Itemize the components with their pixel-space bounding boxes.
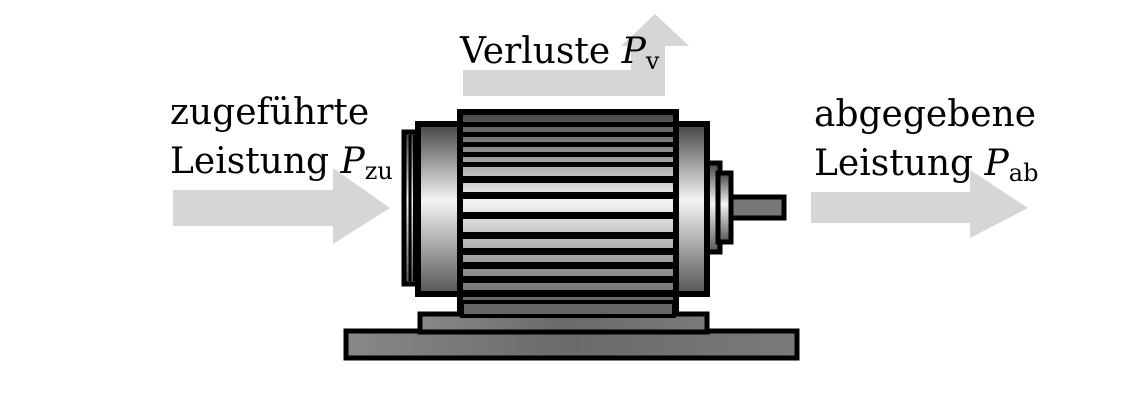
cooling-fin bbox=[463, 212, 673, 219]
output-label-line2: Leistung Pab bbox=[814, 143, 1039, 187]
cooling-fin bbox=[463, 276, 673, 283]
input-power-label: zugeführte Leistung Pzu bbox=[170, 92, 393, 185]
cooling-fin bbox=[463, 142, 673, 147]
cooling-fin bbox=[463, 262, 673, 269]
output-power-symbol: P bbox=[984, 143, 1009, 184]
input-label-line1: zugeführte bbox=[170, 92, 370, 133]
input-power-arrow bbox=[173, 168, 390, 244]
output-label-word: Leistung bbox=[814, 143, 974, 184]
cooling-fin bbox=[463, 232, 673, 239]
losses-label-word: Verluste bbox=[460, 31, 611, 72]
motor-end-bell-right bbox=[672, 121, 710, 297]
cooling-fin bbox=[463, 122, 673, 127]
cooling-fin bbox=[463, 176, 673, 183]
losses-power-symbol: P bbox=[621, 31, 646, 72]
input-power-symbol: P bbox=[340, 141, 365, 182]
cooling-fin bbox=[463, 290, 673, 297]
output-power-subscript: ab bbox=[1008, 159, 1039, 187]
output-label-line1: abgegebene bbox=[814, 94, 1037, 135]
losses-label: Verluste Pv bbox=[460, 31, 660, 75]
cooling-fin bbox=[463, 192, 673, 199]
cooling-fin bbox=[463, 132, 673, 137]
cooling-fin bbox=[463, 162, 673, 167]
input-label-word: Leistung bbox=[170, 141, 330, 182]
motor-flange-inner bbox=[715, 170, 734, 245]
input-label-line2: Leistung Pzu bbox=[170, 141, 393, 185]
input-power-subscript: zu bbox=[364, 157, 393, 185]
motor-shaft bbox=[728, 194, 787, 221]
losses-power-subscript: v bbox=[645, 47, 660, 75]
cooling-fins bbox=[463, 122, 673, 297]
losses-power-arrow bbox=[463, 14, 689, 96]
motor-foot bbox=[460, 300, 676, 318]
cooling-fin bbox=[463, 152, 673, 157]
motor-end-bell-left bbox=[415, 121, 464, 297]
motor-base-plate bbox=[343, 328, 800, 361]
output-power-arrow bbox=[811, 170, 1028, 238]
cooling-fin bbox=[463, 248, 673, 255]
output-power-label: abgegebene Leistung Pab bbox=[814, 94, 1039, 187]
